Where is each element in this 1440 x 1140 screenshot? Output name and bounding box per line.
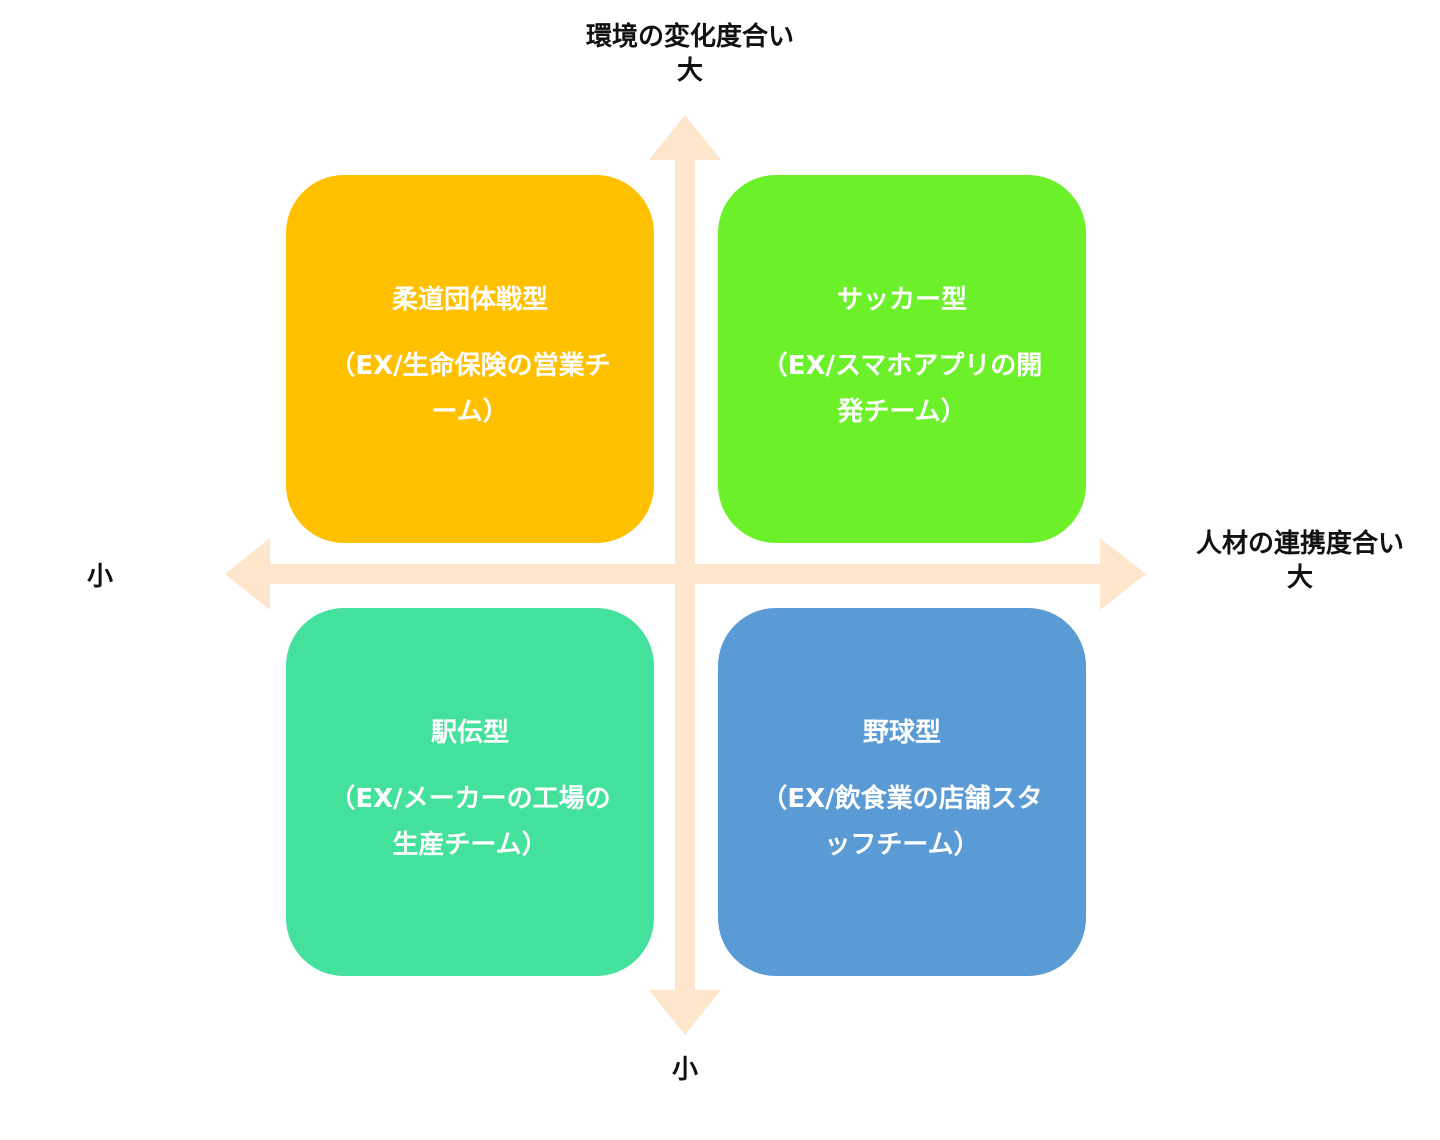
horizontal-axis-low-marker: 小 [86,562,113,592]
horizontal-axis-arrow [225,538,1146,610]
quadrant-top-left: 柔道団体戦型 （EX/生命保険の営業チーム） [286,175,654,543]
quadrant-title: 駅伝型 [430,718,509,748]
quadrant-description: （EX/生命保険の営業チーム） [329,351,611,427]
quadrant-description: （EX/飲食業の店舗スタッフチーム） [761,784,1043,860]
quadrant-top-right: サッカー型 （EX/スマホアプリの開発チーム） [718,175,1086,543]
vertical-axis-low-marker: 小 [671,1055,698,1085]
horizontal-axis-high-marker: 大 [1286,563,1313,593]
quadrant-title: サッカー型 [836,285,967,315]
quadrant-title: 野球型 [862,718,941,748]
quadrant-bottom-left: 駅伝型 （EX/メーカーの工場の生産チーム） [286,608,654,976]
quadrant-description: （EX/メーカーの工場の生産チーム） [329,784,611,860]
vertical-axis-top-label: 環境の変化度合い 大 [520,20,860,88]
horizontal-axis-title: 人材の連携度合い [1195,529,1404,559]
horizontal-axis-right-label: 人材の連携度合い 大 [1160,527,1440,595]
vertical-axis-title: 環境の変化度合い [585,22,794,52]
quadrant-description: （EX/スマホアプリの開発チーム） [761,351,1043,427]
quadrant-title: 柔道団体戦型 [391,285,548,315]
quadrant-bottom-right: 野球型 （EX/飲食業の店舗スタッフチーム） [718,608,1086,976]
vertical-axis-high-marker: 大 [676,56,703,86]
